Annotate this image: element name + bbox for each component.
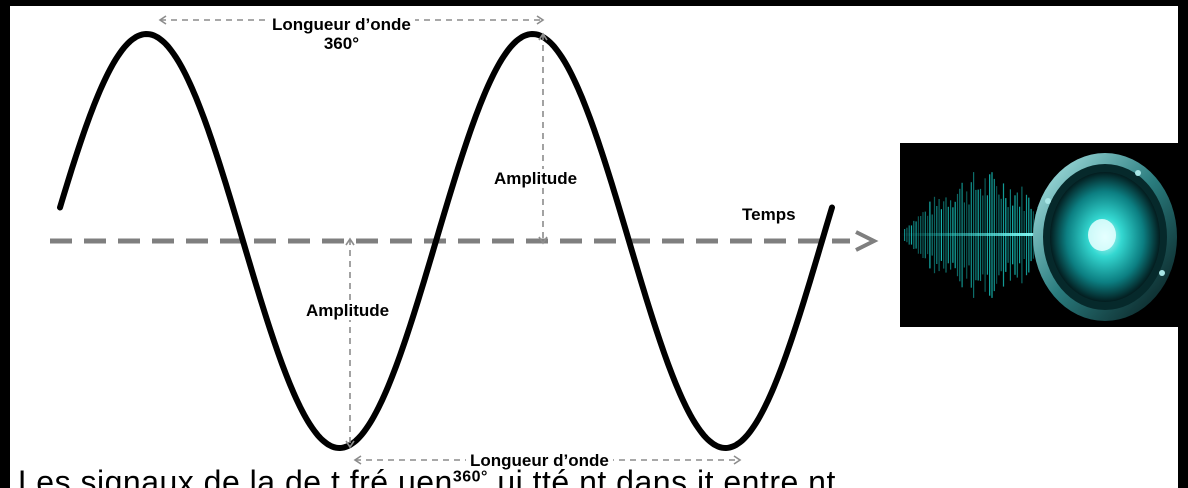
caption-fragment-1: Les signaux de la de t fré uen xyxy=(18,464,453,488)
diagram-canvas: Longueur d’onde 360° Amplitude Amplitude… xyxy=(10,6,1178,488)
time-axis-label: Temps xyxy=(742,205,796,224)
time-axis-arrow-icon xyxy=(855,230,879,252)
degrees-top-label: 360° xyxy=(323,34,359,53)
caption-fragment-2: ui tté nt dans it entre nt xyxy=(487,464,836,488)
caption-line: Les signaux de la de t fré uen360° ui tt… xyxy=(18,464,836,488)
wavelength-top-label: Longueur d’onde 360° xyxy=(268,15,415,53)
wavelength-bottom-label: Longueur d’onde xyxy=(466,451,613,470)
amplitude-upper-label: Amplitude xyxy=(490,169,582,188)
amplitude-lower-label: Amplitude xyxy=(302,301,394,320)
sine-wave xyxy=(57,30,835,452)
degrees-bottom-label: 360° xyxy=(452,468,488,486)
speaker-soundwave-image xyxy=(900,143,1178,327)
speaker-soundwave-icon xyxy=(900,153,1177,321)
